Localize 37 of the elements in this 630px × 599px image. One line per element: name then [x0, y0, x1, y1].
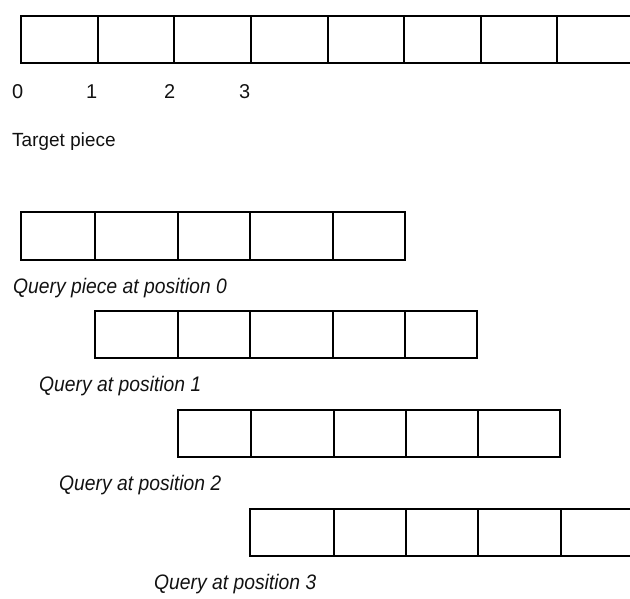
grid-cell [94, 211, 179, 261]
grid-cell [177, 310, 251, 359]
grid-cell [480, 15, 558, 64]
grid-cell [405, 508, 479, 557]
position-number: 1 [86, 82, 98, 102]
row-caption: Query at position 1 [39, 374, 202, 395]
row-caption: Query at position 3 [154, 572, 316, 593]
position-number: 3 [239, 82, 250, 102]
grid-cell [403, 15, 482, 64]
grid-cell [477, 508, 562, 557]
grid-cell [20, 15, 99, 64]
grid-cell [332, 310, 406, 359]
grid-cell [333, 508, 407, 557]
grid-cell [249, 508, 335, 557]
grid-cell [250, 15, 329, 64]
grid-cell [20, 211, 96, 261]
grid-cell [249, 310, 334, 359]
grid-cell [405, 409, 479, 458]
grid-cell [556, 15, 630, 64]
position-number: 2 [164, 82, 176, 102]
position-number: 0 [12, 82, 24, 102]
grid-cell [333, 409, 407, 458]
row-caption: Target piece [12, 131, 116, 150]
grid-cell [560, 508, 630, 557]
row-caption: Query at position 2 [59, 473, 222, 494]
row-caption: Query piece at position 0 [13, 276, 227, 297]
grid-cell [327, 15, 405, 64]
grid-cell [250, 409, 335, 458]
grid-cell [404, 310, 478, 359]
grid-cell [177, 211, 251, 261]
grid-cell [332, 211, 406, 261]
grid-cell [94, 310, 179, 359]
grid-cell [177, 409, 252, 458]
grid-cell [173, 15, 252, 64]
grid-cell [477, 409, 561, 458]
grid-cell [249, 211, 334, 261]
grid-cell [97, 15, 175, 64]
